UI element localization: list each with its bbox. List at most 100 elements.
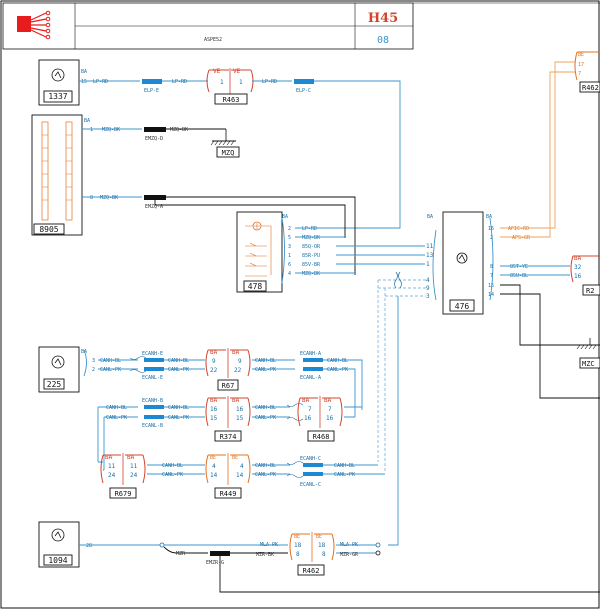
connector-r463[interactable]: VE VE 1 1 R463	[206, 68, 254, 105]
connector-r449[interactable]: BE BE 4 14 4 14 R449	[205, 453, 251, 499]
component-1337[interactable]: 1337	[38, 59, 80, 106]
splice-point	[375, 550, 381, 556]
pin-label: 4	[426, 277, 430, 284]
pin-label: 14	[488, 292, 494, 298]
pin-label: 2	[92, 367, 95, 373]
pin-label: 18	[318, 542, 326, 549]
wire-label: CANH-BL	[255, 358, 276, 364]
connector-r2[interactable]: BA 32 16 R2	[570, 255, 600, 296]
splice-ecanl-e	[144, 367, 164, 371]
connector-id: R67	[222, 382, 235, 390]
component-225[interactable]: 225	[38, 346, 80, 393]
wire-label: CANL-PK	[168, 415, 189, 421]
connector-r67[interactable]: BA BA 9 22 9 22 R67	[205, 348, 251, 391]
wire-label: MLA-PK	[340, 542, 358, 548]
pin-label: 4	[240, 463, 244, 470]
wire-label: CANH-BL	[327, 358, 348, 364]
splice-point	[159, 542, 165, 548]
splice-emzq-d	[144, 127, 166, 132]
component-id: 225	[47, 380, 62, 389]
wire-label: MZQ-BK	[102, 127, 120, 133]
pin-label: 6	[288, 262, 291, 268]
pin-label: 4	[212, 463, 216, 470]
color-code: BA	[324, 397, 332, 404]
color-code: BA	[486, 214, 492, 220]
color-code: BA	[81, 349, 87, 355]
pin-label: 14	[236, 472, 244, 479]
wire-label: CANL-PK	[162, 472, 183, 478]
pin-label: 7	[328, 406, 332, 413]
color-code: BA	[282, 214, 288, 220]
splice-label: ECANL-C	[300, 482, 321, 488]
pin-label: 5	[288, 235, 291, 241]
wire-label: CANL-PK	[255, 415, 276, 421]
wire-label: CANH-BL	[106, 405, 127, 411]
connector-r468[interactable]: BA BA 7 16 7 16 R468	[297, 396, 343, 442]
component-1094[interactable]: 1094	[38, 521, 80, 568]
title-block: ASPE52 H45 08	[2, 2, 600, 50]
component-476[interactable]: 476	[432, 211, 494, 315]
component-id: 1337	[48, 92, 67, 101]
connector-id: R374	[220, 433, 237, 441]
pin-label: 3	[426, 293, 430, 300]
pin-label: 1	[288, 253, 291, 259]
splice-emzr-g	[210, 551, 230, 556]
component-id: 476	[455, 302, 470, 311]
wire-label: LP-RD	[302, 226, 317, 232]
pin-label: 28	[86, 543, 92, 549]
splice-label: EMZQ-A	[145, 204, 163, 210]
connector-r679[interactable]: BA BA 11 24 11 24 R679	[100, 453, 146, 499]
component-id: 8905	[39, 225, 58, 234]
wire-label: CANH-BL	[255, 463, 276, 469]
splice-ecanh-a	[303, 358, 323, 362]
color-code: BE	[232, 455, 238, 461]
component-478[interactable]: 478	[236, 211, 283, 293]
splice-ecanl-a	[303, 367, 323, 371]
component-8905[interactable]: 8905	[31, 114, 83, 236]
splice-point	[375, 542, 381, 548]
pin-label: 1	[90, 127, 93, 133]
pin-label: 9	[212, 358, 216, 365]
pin-label: 11	[130, 463, 138, 470]
pin-label: 11	[108, 463, 116, 470]
wire-label: LP-RD	[262, 79, 277, 85]
color-code: BA	[105, 454, 113, 461]
color-code: VE	[213, 68, 221, 75]
twist-icon	[394, 271, 402, 289]
wire-label: CANH-BL	[168, 358, 189, 364]
connector-r374[interactable]: BA BA 16 15 16 15 R374	[205, 396, 251, 442]
splice-label: ECANL-E	[142, 375, 163, 381]
wire-label: MZR-BK	[256, 552, 274, 558]
wire-label: CANH-BL	[100, 358, 121, 364]
pin-label: 3	[92, 358, 95, 364]
connector-id: R462	[303, 567, 320, 575]
twist-icon	[286, 403, 304, 421]
splice-ecanh-c	[303, 463, 323, 467]
pin-label: 15	[488, 283, 494, 289]
pin-label: 1	[239, 79, 243, 86]
wire-label: CANL-PK	[327, 367, 348, 373]
pin-label: 8	[322, 551, 326, 558]
pin-label: 16	[574, 273, 582, 280]
pin-label: 4	[288, 271, 291, 277]
splice-ecanh-e	[144, 358, 164, 362]
wire-label: CANH-BL	[168, 405, 189, 411]
wire-label: CANL-PK	[168, 367, 189, 373]
color-code: BA	[81, 69, 87, 75]
ground-mzc: MZC	[576, 338, 600, 369]
color-code: BA	[210, 349, 218, 356]
connector-r462-top[interactable]: BE 17 7 R462	[574, 51, 600, 93]
splice-label: ECANH-B	[142, 398, 163, 404]
pin-label: 15	[210, 415, 218, 422]
color-code: BA	[232, 397, 240, 404]
connector-r462[interactable]: BE BE 18 8 18 8 R462	[289, 532, 335, 576]
connector-id: R449	[220, 490, 237, 498]
wire-label: LP-RD	[93, 79, 108, 85]
pin-label: 24	[130, 472, 138, 479]
pin-label: 8	[296, 551, 300, 558]
wire-label: MZR-GR	[340, 552, 359, 558]
component-id: 1094	[48, 556, 67, 565]
color-code: BE	[294, 534, 300, 540]
pin-label: 7	[490, 273, 493, 279]
